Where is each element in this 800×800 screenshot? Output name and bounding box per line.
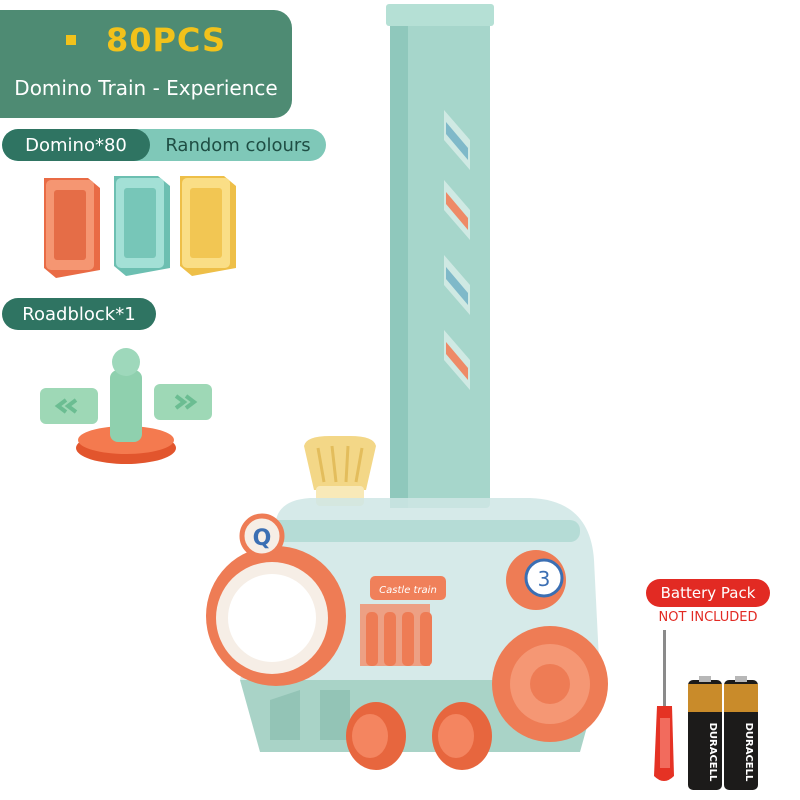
tower-window-3 (444, 255, 470, 315)
bullet-icon (65, 35, 76, 45)
domino-orange (44, 178, 100, 278)
count-row: 80PCS (0, 10, 292, 70)
not-included-note: NOT INCLUDED (658, 610, 758, 625)
battery-right (724, 676, 758, 790)
train-plate-text: Castle train (379, 585, 437, 596)
battery-pack-badge: Battery Pack (646, 579, 770, 607)
q-badge-letter: Q (253, 526, 272, 551)
screwdriver-icon (654, 630, 674, 781)
battery-brand-left: DURACELL (707, 723, 718, 782)
chimney (304, 436, 376, 506)
q-badge (239, 513, 285, 559)
domino-yellow (180, 176, 236, 276)
battery-left (688, 676, 722, 790)
domino-pieces-illustration (44, 176, 236, 278)
domino-pill: Domino*80 Random colours (2, 129, 326, 161)
battery-brand-right: DURACELL (743, 723, 754, 782)
front-lamp (206, 546, 346, 686)
product-subtitle: Domino Train - Experience (14, 76, 278, 100)
header-badge: 80PCS Domino Train - Experience (0, 10, 292, 118)
tower-window-2 (444, 180, 470, 240)
roadblock-pill: Roadblock*1 (2, 298, 156, 330)
domino-tower (386, 4, 494, 508)
front-wheel (346, 702, 406, 770)
roadblock-illustration (40, 348, 212, 464)
piece-count: 80PCS (105, 21, 227, 59)
random-colours-label: Random colours (165, 134, 311, 156)
domino-count-label: Domino*80 (2, 129, 150, 161)
number-gear (506, 550, 566, 610)
middle-wheel (432, 702, 492, 770)
domino-train-illustration: Castle train Q 3 (206, 4, 608, 770)
tower-window-1 (444, 110, 470, 170)
accessories-illustration: DURACELL DURACELL (654, 630, 758, 790)
tower-window-4 (444, 330, 470, 390)
big-wheel (492, 626, 608, 742)
gear-number: 3 (538, 567, 551, 591)
domino-teal (114, 176, 170, 276)
